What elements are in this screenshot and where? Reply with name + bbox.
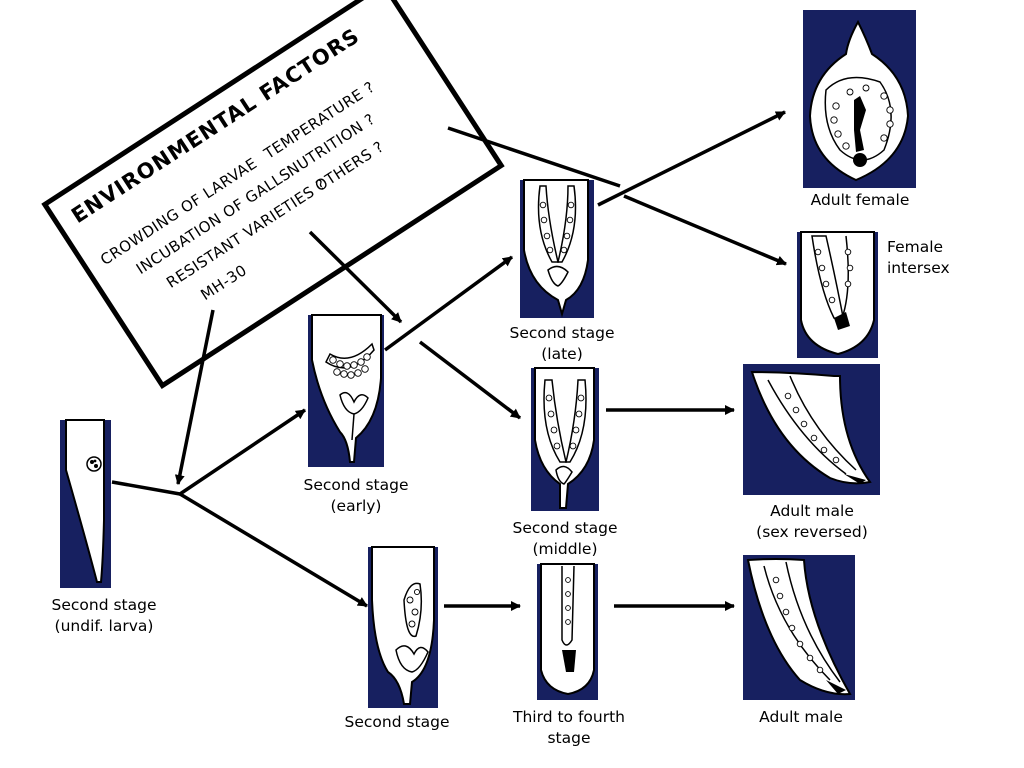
label-second-stage-early: Second stage (early) <box>304 476 409 515</box>
adult-female-cells <box>830 84 894 150</box>
svg-text:Female: Female <box>887 238 943 256</box>
connector-lines <box>111 110 787 611</box>
svg-text:Second stage: Second stage <box>513 519 618 537</box>
label-undif-larva: Second stage (undif. larva) <box>52 596 157 635</box>
female-intersex-drawing <box>797 231 878 358</box>
larva-undif-drawing <box>60 419 111 588</box>
second-stage-middle-drawing <box>531 367 599 511</box>
label-third-fourth-stage: Third to fourth stage <box>512 708 625 747</box>
svg-text:Adult male: Adult male <box>770 502 854 520</box>
svg-text:Adult female: Adult female <box>811 191 910 209</box>
label-female-intersex: Female intersex <box>887 238 950 277</box>
svg-text:Second stage: Second stage <box>304 476 409 494</box>
svg-text:(sex reversed): (sex reversed) <box>756 523 868 541</box>
label-second-stage-middle: Second stage (middle) <box>513 519 618 558</box>
label-adult-female: Adult female <box>811 191 910 209</box>
svg-text:Second stage: Second stage <box>52 596 157 614</box>
environmental-factors-box: ENVIRONMENTAL FACTORS CROWDING OF LARVAE… <box>41 0 505 390</box>
label-adult-male-sex-reversed: Adult male (sex reversed) <box>756 502 868 541</box>
second-stage-male-line-drawing <box>368 546 438 708</box>
svg-text:Second stage: Second stage <box>345 713 450 731</box>
adult-male-drawing <box>743 555 855 700</box>
label-second-stage-male-line: Second stage <box>345 713 450 731</box>
svg-text:Third to fourth: Third to fourth <box>512 708 625 726</box>
adult-male-sex-reversed-drawing <box>743 364 880 495</box>
second-stage-late-drawing <box>520 179 594 318</box>
svg-text:(middle): (middle) <box>532 540 597 558</box>
svg-text:intersex: intersex <box>887 259 950 277</box>
third-fourth-stage-drawing <box>537 563 598 700</box>
svg-text:(undif. larva): (undif. larva) <box>55 617 154 635</box>
early-cells-group <box>329 353 371 379</box>
svg-text:Adult male: Adult male <box>759 708 843 726</box>
second-stage-early-drawing <box>308 314 384 467</box>
svg-text:(early): (early) <box>331 497 382 515</box>
svg-text:stage: stage <box>547 729 590 747</box>
label-second-stage-late: Second stage (late) <box>510 324 615 363</box>
adult-female-drawing <box>803 10 916 188</box>
label-adult-male: Adult male <box>759 708 843 726</box>
svg-text:(late): (late) <box>541 345 583 363</box>
svg-text:Second stage: Second stage <box>510 324 615 342</box>
